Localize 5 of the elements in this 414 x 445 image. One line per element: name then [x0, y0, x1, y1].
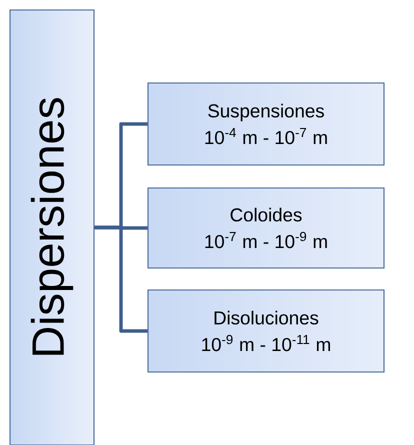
connector-line: [94, 226, 148, 333]
category-box: Dispersiones: [9, 9, 95, 445]
range-box: Suspensiones 10$^{-4}$ m - 10$^{-7}$ m: [147, 82, 385, 166]
range-box: Coloides 10$^{-7}$ m - 10$^{-9}$ m: [147, 187, 385, 269]
range-box: Disoluciones 10$^{-9}$ m - 10$^{-11}$ m: [147, 289, 385, 373]
